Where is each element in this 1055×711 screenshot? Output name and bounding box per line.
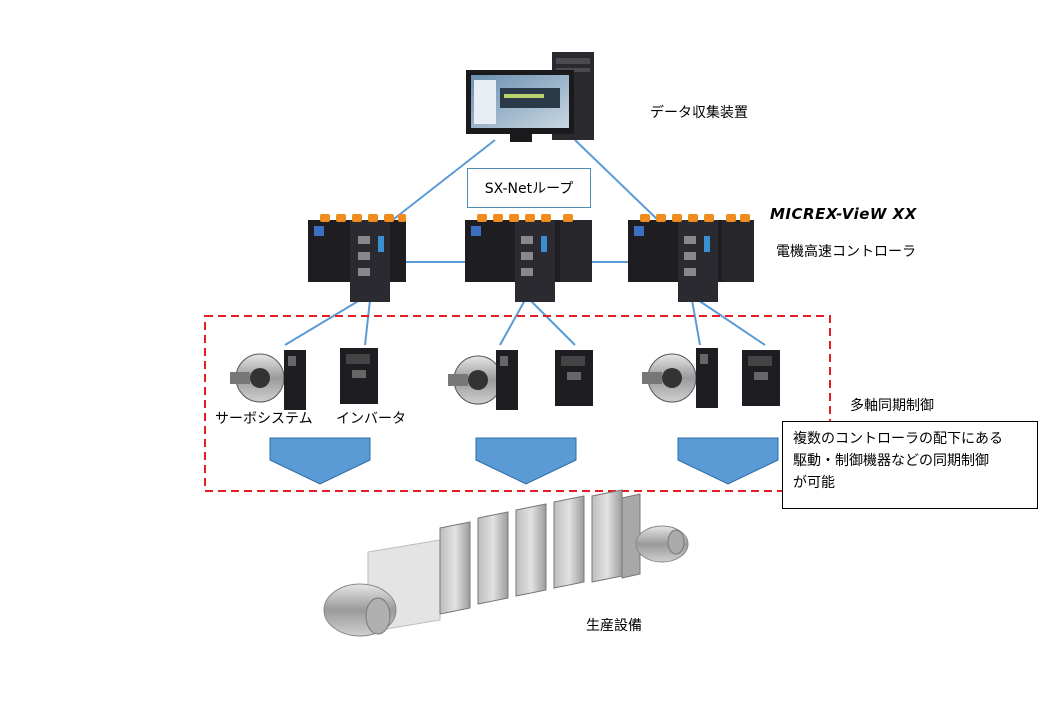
production-machine-icon xyxy=(323,489,689,637)
inverter-drive-icon xyxy=(340,348,378,404)
inverter-drive-icon xyxy=(555,350,593,406)
brand-logo: MICREX-VieW XX xyxy=(770,205,917,223)
note-box: 複数のコントローラの配下にある 駆動・制御機器などの同期制御 が可能 xyxy=(782,421,1038,509)
desktop-computer-icon xyxy=(466,52,594,142)
controller-label: 電機高速コントローラ xyxy=(776,244,916,260)
note-line-3: が可能 xyxy=(793,475,835,491)
data-collection-label: データ収集装置 xyxy=(650,105,748,121)
production-equipment-label: 生産設備 xyxy=(586,618,642,634)
note-line-2: 駆動・制御機器などの同期制御 xyxy=(793,453,989,469)
inverter-drive-icon xyxy=(742,350,780,406)
multi-axis-sync-label: 多軸同期制御 xyxy=(850,398,934,414)
servo-system-label: サーボシステム xyxy=(215,411,313,427)
servo-motor-icon xyxy=(230,350,306,410)
down-arrow-icon xyxy=(269,437,371,485)
down-arrow-icon xyxy=(475,437,577,485)
down-arrow-icon xyxy=(677,437,779,485)
plc-controller-icon xyxy=(308,214,406,302)
plc-controller-icon xyxy=(628,214,754,302)
servo-motor-icon xyxy=(642,348,718,408)
sync-control-region xyxy=(204,315,831,492)
note-line-1: 複数のコントローラの配下にある xyxy=(793,431,1003,447)
network-lines xyxy=(284,139,766,346)
inverter-label: インバータ xyxy=(336,411,406,427)
servo-motor-icon xyxy=(448,350,518,410)
plc-controller-icon xyxy=(465,214,592,302)
sx-net-loop-box: SX-Netループ xyxy=(467,168,591,208)
